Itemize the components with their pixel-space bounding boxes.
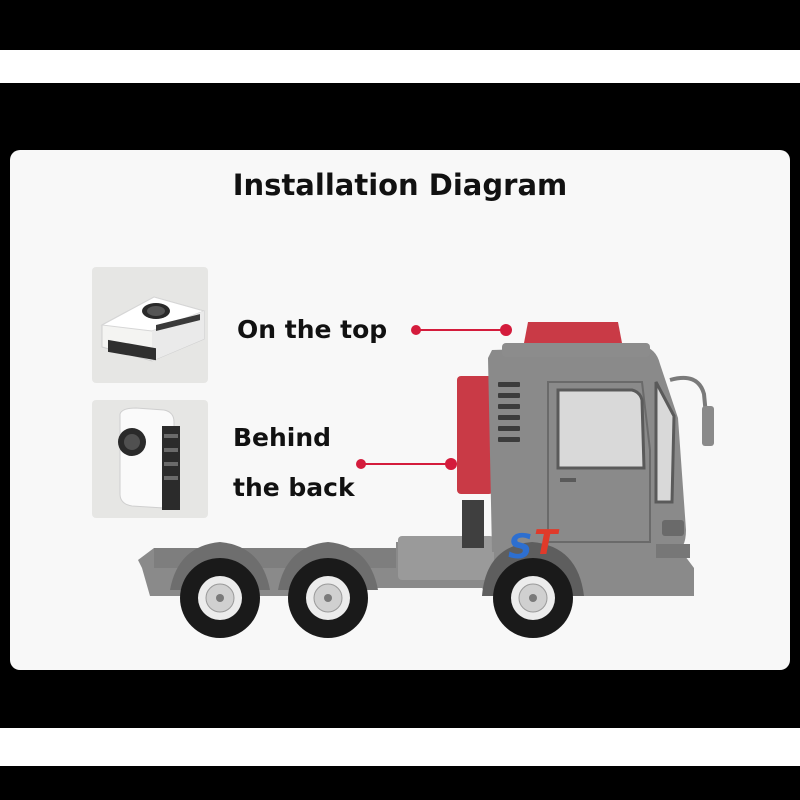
installation-diagram-card: Installation Diagram On the top Behind t… [10,150,790,670]
rooftop-ac-unit-icon [92,267,208,383]
wheel-front [493,558,573,638]
pointer-behind-the-back [356,458,457,470]
label-behind-line1: Behind [233,423,332,452]
bottom-white-band [0,728,800,766]
svg-text:T: T [534,523,560,563]
vent-grille [498,382,520,442]
label-behind-the-back: Behind the back [233,413,355,513]
headlight [662,520,684,536]
label-behind-line2: the back [233,473,355,502]
wheel-rear-1 [180,558,260,638]
front-bumper [656,544,690,558]
truck-illustration: S T [138,322,714,638]
cab-door [547,381,651,543]
roof-ac-unit-marker [524,322,622,343]
side-window [556,388,646,470]
cab-support [462,500,484,548]
wheel-rear-2 [288,558,368,638]
diagram-title: Installation Diagram [232,168,568,202]
st-watermark-logo: S T [508,523,560,567]
rear-ac-unit-marker [457,376,493,494]
windshield [654,381,676,504]
side-mirror [669,375,710,437]
rear-mounted-ac-unit-icon [92,400,208,518]
svg-text:S: S [508,527,533,567]
label-on-the-top: On the top [237,315,388,344]
pointer-on-the-top [411,324,512,336]
top-white-band [0,50,800,83]
